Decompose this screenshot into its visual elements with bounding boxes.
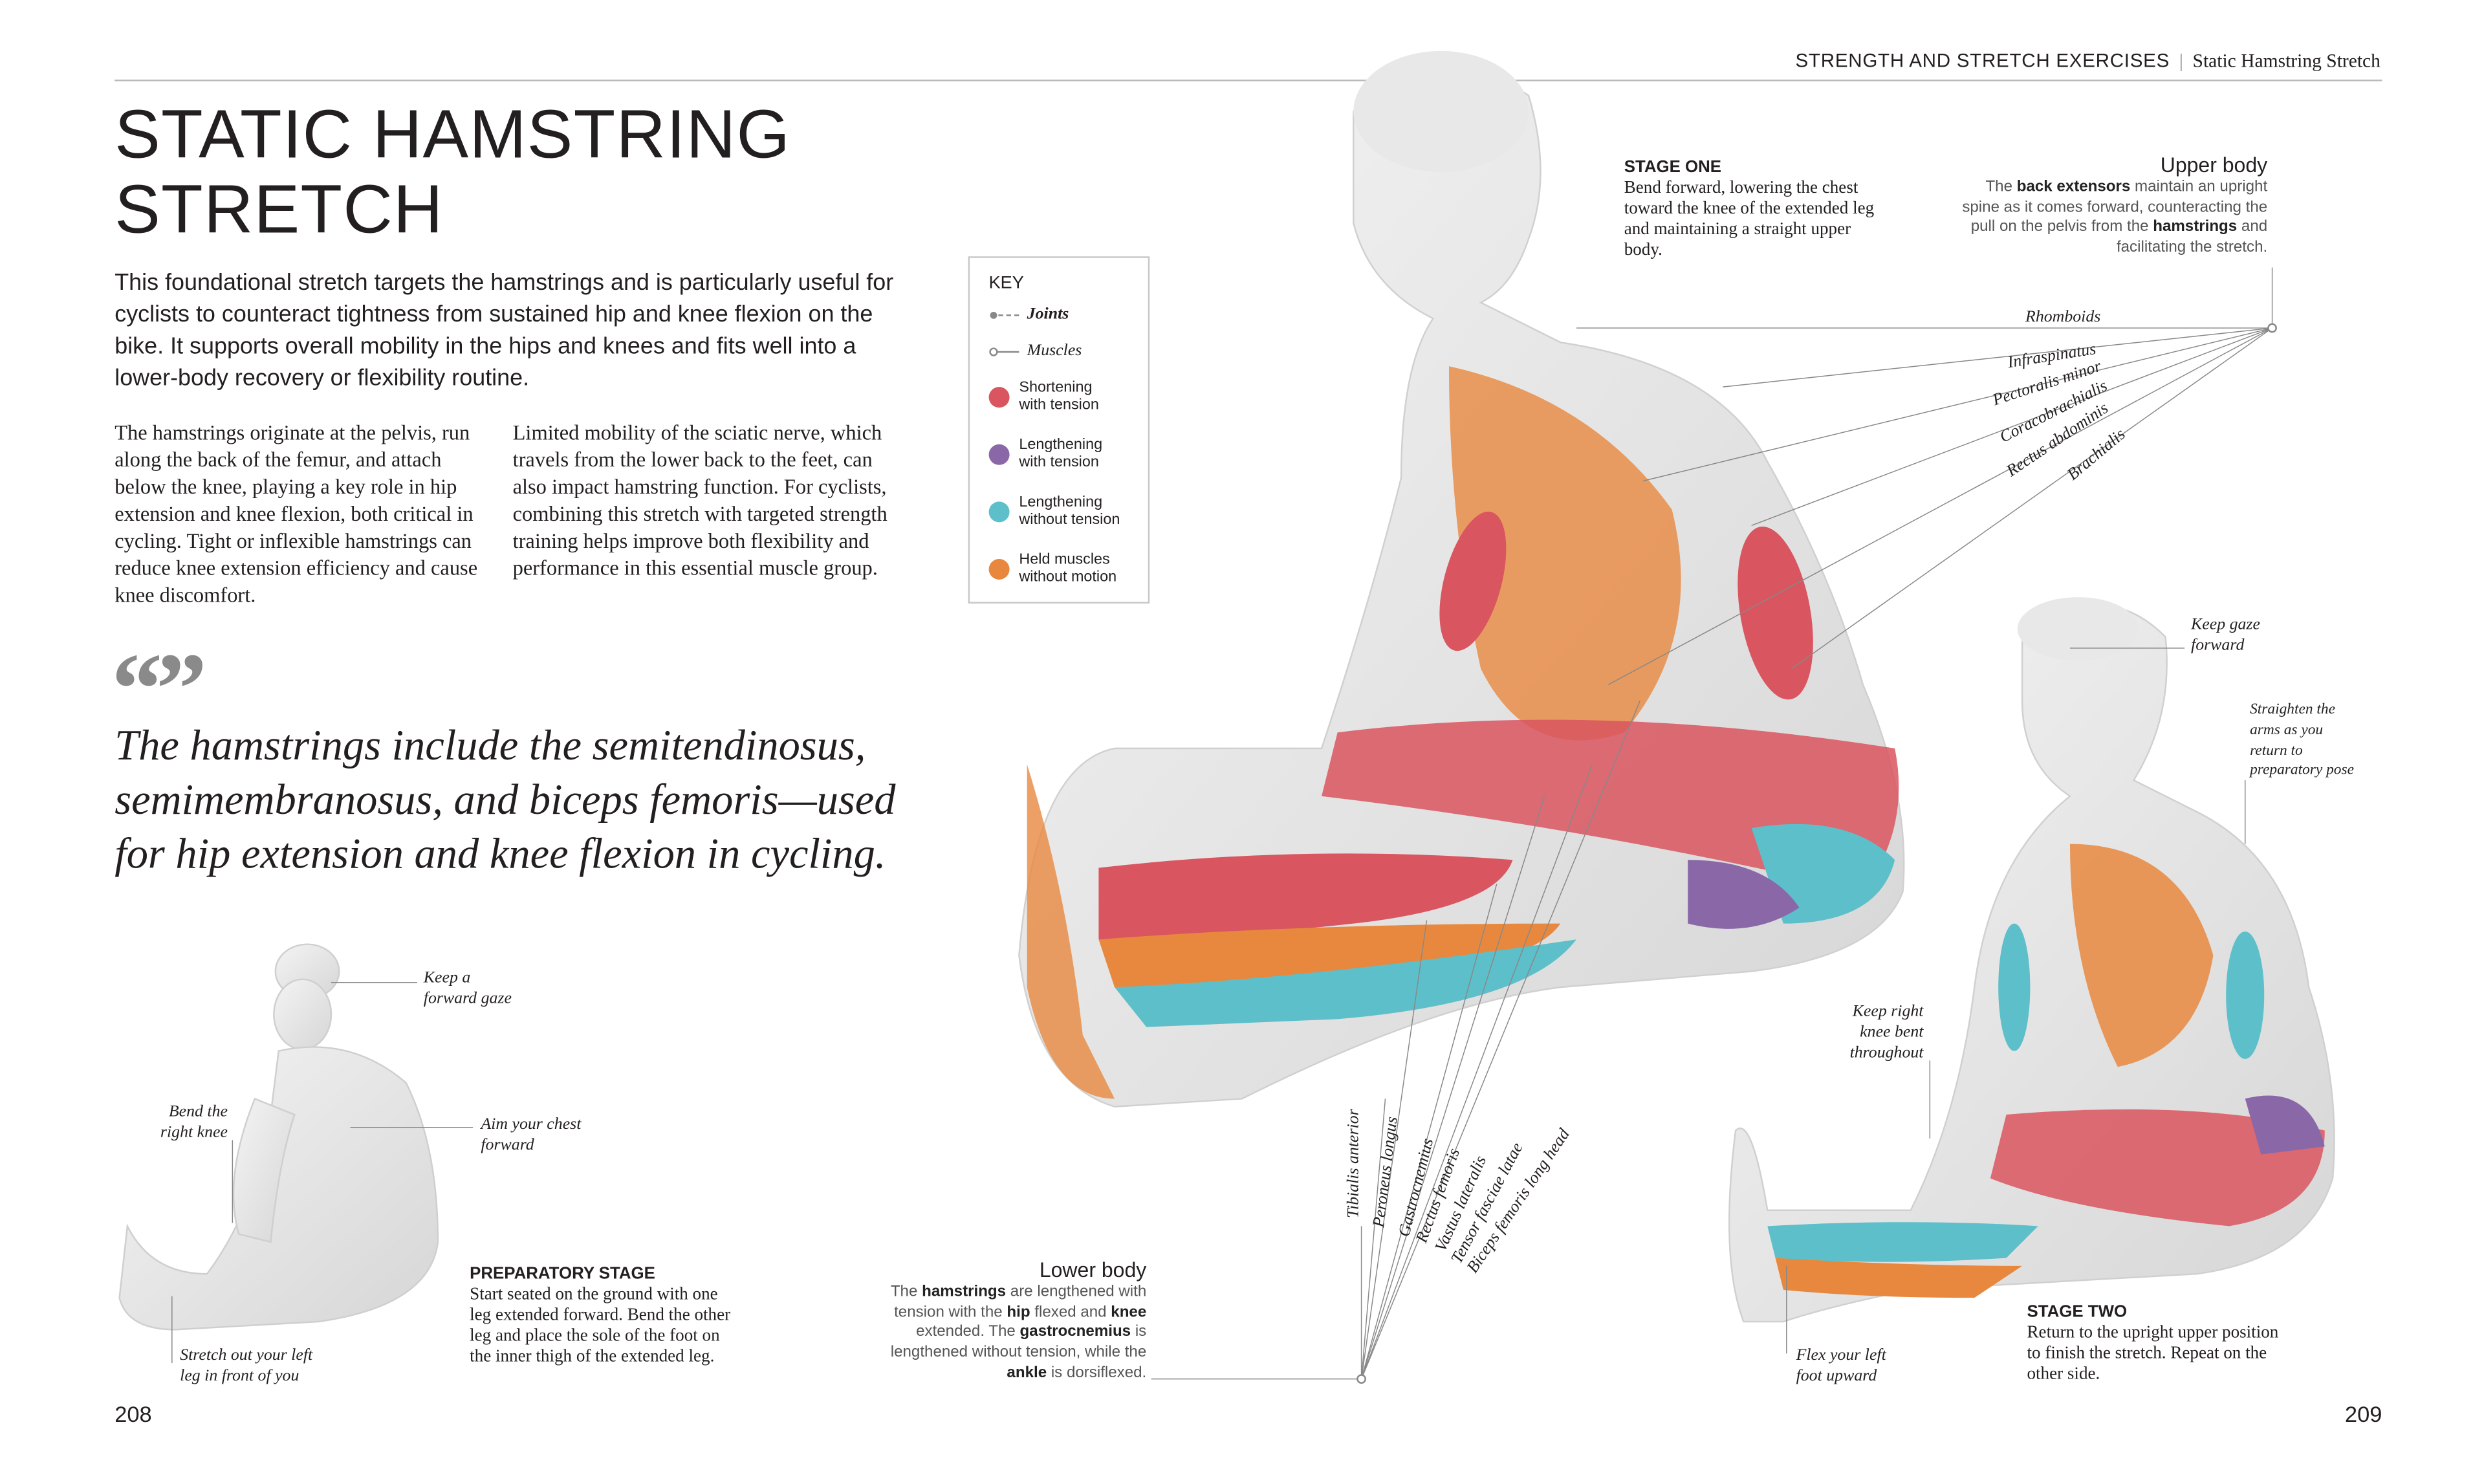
leader-lines [171,267,2273,1380]
muscle-marker-icon [989,347,1019,356]
stage-two-figure [1728,597,2335,1323]
preparatory-figure [118,943,439,1331]
intro-paragraph: This foundational stretch targets the ha… [114,270,894,392]
lower-leader-hub [1356,1374,1366,1384]
key-joints: Joints [989,304,1069,325]
header-rule [114,80,2382,82]
stage-one-figure [1018,50,1905,1108]
joint-marker-icon [990,311,1019,318]
pull-quote: The hamstrings include the semitendinosu… [114,721,896,878]
color-swatch [988,386,1010,407]
stage-one-heading: STAGE ONE [1624,157,1722,177]
stage-two-text: Return to the upright upper position to … [2027,1323,2279,1384]
label-rhomboids: Rhomboids [2025,309,2101,327]
stage-two-heading: STAGE TWO [2027,1302,2128,1322]
label-tibialis-anterior: Tibialis anterior [1345,1109,1364,1219]
stage-one-text: Bend forward, lowering the chest toward … [1624,178,1875,260]
color-swatch [988,443,1010,464]
header-subsection: Static Hamstring Stretch [2192,49,2380,72]
title-line-2: STRETCH [114,171,444,248]
color-swatch [988,501,1010,522]
lower-body-text: The hamstrings are lengthened with tensi… [890,1283,1147,1382]
upper-body-heading: Upper body [2160,153,2268,177]
preparatory-text: Start seated on the ground with one leg … [470,1285,731,1366]
running-header: STRENGTH AND STRETCH EXERCISES | Static Ha… [1796,49,2380,73]
header-section: STRENGTH AND STRETCH EXERCISES [1795,49,2170,72]
body-column-2: Limited mobility of the sciatic nerve, w… [512,420,888,580]
upper-body-text: The back extensors maintain an upright s… [1962,178,2268,257]
lower-body-heading: Lower body [1039,1258,1147,1282]
body-column-1: The hamstrings originate at the pelvis, … [114,420,478,607]
key-title: KEY [988,274,1024,293]
header-separator: | [2179,49,2183,72]
color-swatch [988,558,1010,579]
page-number-right: 209 [2344,1401,2382,1427]
page-number-left: 208 [114,1401,152,1427]
title-line-1: STATIC HAMSTRING [114,97,791,174]
preparatory-heading: PREPARATORY STAGE [470,1264,655,1283]
quote-marks-icon: “” [111,632,207,745]
key-muscles: Muscles [989,341,1082,362]
page-title: STATIC HAMSTRING STRETCH [114,97,791,248]
upper-leader-hub [2267,323,2277,333]
